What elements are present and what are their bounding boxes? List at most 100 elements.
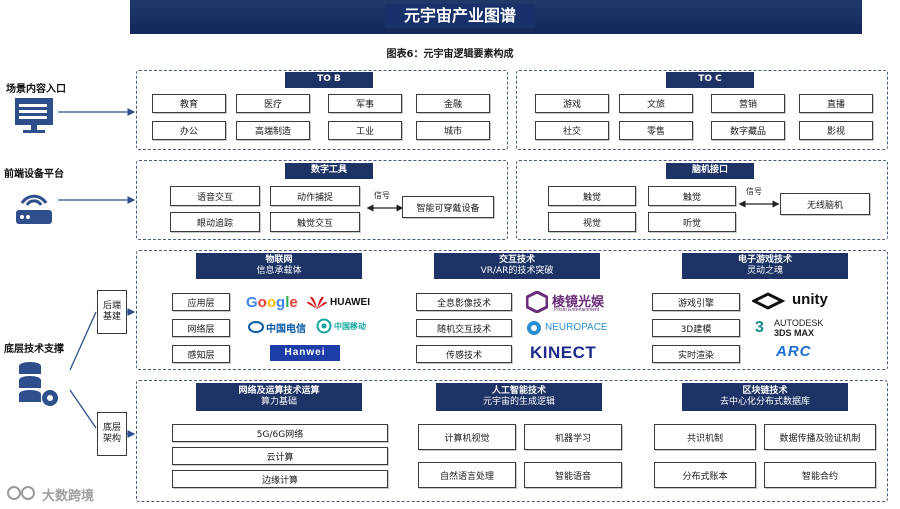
arc-logo: ARC: [776, 343, 812, 360]
bottom-arch-section: [136, 380, 888, 502]
kinect-logo: KINECT: [530, 343, 597, 362]
cloud-computing: 云计算: [172, 447, 388, 465]
gaming-subtitle: 灵动之魂: [746, 266, 783, 276]
iot-network-layer: 网络层: [172, 319, 230, 337]
tob-item: 高端制造: [236, 121, 310, 140]
smart-contract: 智能合约: [764, 462, 876, 488]
bci-hearing: 听觉: [648, 212, 736, 232]
huawei-flower-icon: [307, 296, 327, 309]
random-interaction-tech: 随机交互技术: [416, 319, 512, 337]
consensus-mechanism: 共识机制: [654, 424, 756, 450]
database-icon: [19, 362, 58, 406]
unity-icon: [752, 292, 786, 310]
interaction-title: 交互技术: [498, 254, 535, 265]
tool-haptic: 触觉交互: [270, 212, 360, 232]
digital-tools-section: [136, 160, 508, 240]
tool-eye: 眼动追踪: [170, 212, 260, 232]
tob-item: 工业: [328, 121, 402, 140]
computer-vision: 计算机视觉: [418, 424, 516, 450]
toc-item: 社交: [535, 121, 609, 140]
toc-item: 文旅: [619, 94, 693, 113]
page-title: 元宇宙产业图谱: [385, 4, 535, 28]
prism-logo-en: Prism Entertainment: [554, 307, 600, 313]
iot-subtitle: 信息承载体: [256, 266, 302, 276]
blockchain-title: 区块链技术: [742, 385, 788, 396]
router-icon: [16, 194, 52, 224]
network-header: 网络及运算技术运算 算力基础: [196, 383, 362, 411]
sensor-tech: 传感技术: [416, 345, 512, 363]
tob-item: 城市: [416, 121, 490, 140]
ai-header: 人工智能技术 元宇宙的生成逻辑: [436, 383, 602, 411]
unity-logo: unity: [792, 291, 828, 308]
smart-voice: 智能语音: [524, 462, 622, 488]
hanwei-logo: Hanwei: [270, 345, 340, 361]
interaction-header: 交互技术 VR/AR的技术突破: [434, 253, 600, 279]
bci-haptic-2: 触觉: [648, 186, 736, 206]
machine-learning: 机器学习: [524, 424, 622, 450]
toc-item: 营销: [711, 94, 785, 113]
toc-section: [516, 70, 888, 150]
5g6g-network: 5G/6G网络: [172, 424, 388, 442]
blockchain-header: 区块链技术 去中心化分布式数据库: [682, 383, 848, 411]
tag-backend-text: 后端基建: [102, 301, 121, 322]
iot-title: 物联网: [265, 254, 293, 265]
neuropace-logo: NEUROPACE: [545, 322, 608, 333]
mobile-icon: [316, 318, 332, 334]
nlp: 自然语言处理: [418, 462, 516, 488]
gaming-header: 电子游戏技术 灵动之魂: [682, 253, 848, 279]
toc-item: 直播: [799, 94, 873, 113]
tag-bottom-text: 底层架构: [102, 423, 121, 444]
prism-logo: 棱镜光娱: [552, 294, 605, 309]
wireless-bci: 无线脑机: [780, 193, 870, 215]
watermark-text: 大数跨境: [42, 488, 95, 503]
tob-item: 教育: [152, 94, 226, 113]
distributed-ledger: 分布式账本: [654, 462, 756, 488]
gaming-title: 电子游戏技术: [737, 254, 792, 265]
digital-tools-header: 数字工具: [285, 163, 373, 179]
edge-computing: 边缘计算: [172, 470, 388, 488]
signal-label-2: 信号: [746, 187, 762, 196]
monitor-icon: [15, 98, 53, 133]
signal-label-1: 信号: [374, 191, 390, 200]
huawei-logo: HUAWEI: [330, 297, 370, 308]
label-frontend-platform: 前端设备平台: [4, 169, 64, 180]
3dsmax-icon: 3: [755, 319, 764, 336]
tob-item: 办公: [152, 121, 226, 140]
label-base-tech: 底层技术支撑: [4, 344, 64, 355]
iot-app-layer: 应用层: [172, 293, 230, 311]
iot-sensing-layer: 感知层: [172, 345, 230, 363]
blockchain-subtitle: 去中心化分布式数据库: [719, 397, 810, 407]
prism-icon: [526, 291, 548, 313]
bci-vision: 视觉: [548, 212, 636, 232]
tob-section: [136, 70, 508, 150]
toc-item: 零售: [619, 121, 693, 140]
ai-subtitle: 元宇宙的生成逻辑: [482, 397, 555, 407]
tag-backend-infra: 后端基建: [97, 290, 127, 334]
bci-haptic-1: 触觉: [548, 186, 636, 206]
interaction-subtitle: VR/AR的技术突破: [480, 266, 554, 276]
google-logo: Google: [246, 294, 298, 311]
figure-caption: 图表6：元宇宙逻辑要素构成: [386, 49, 514, 60]
data-propagation: 数据传播及验证机制: [764, 424, 876, 450]
autodesk-logo: AUTODESK: [774, 318, 824, 328]
tool-voice: 语音交互: [170, 186, 260, 206]
hologram-tech: 全息影像技术: [416, 293, 512, 311]
tag-bottom-arch: 底层架构: [97, 412, 127, 456]
game-engine: 游戏引擎: [652, 293, 740, 311]
toc-item: 游戏: [535, 94, 609, 113]
mobile-logo: 中国移动: [334, 322, 366, 331]
toc-header: TO C: [666, 72, 754, 88]
toc-item: 影视: [799, 121, 873, 140]
telecom-logo: 中国电信: [266, 324, 306, 335]
network-title: 网络及运算技术运算: [238, 385, 320, 396]
neuropace-icon: [527, 321, 541, 335]
ai-title: 人工智能技术: [491, 385, 546, 396]
watermark-icon: [7, 486, 35, 500]
backend-section: [136, 250, 888, 370]
toc-item: 数字藏品: [711, 121, 785, 140]
iot-header: 物联网 信息承载体: [196, 253, 362, 279]
3dsmax-logo: 3DS MAX: [774, 328, 815, 338]
tob-item: 金融: [416, 94, 490, 113]
tob-item: 医疗: [236, 94, 310, 113]
